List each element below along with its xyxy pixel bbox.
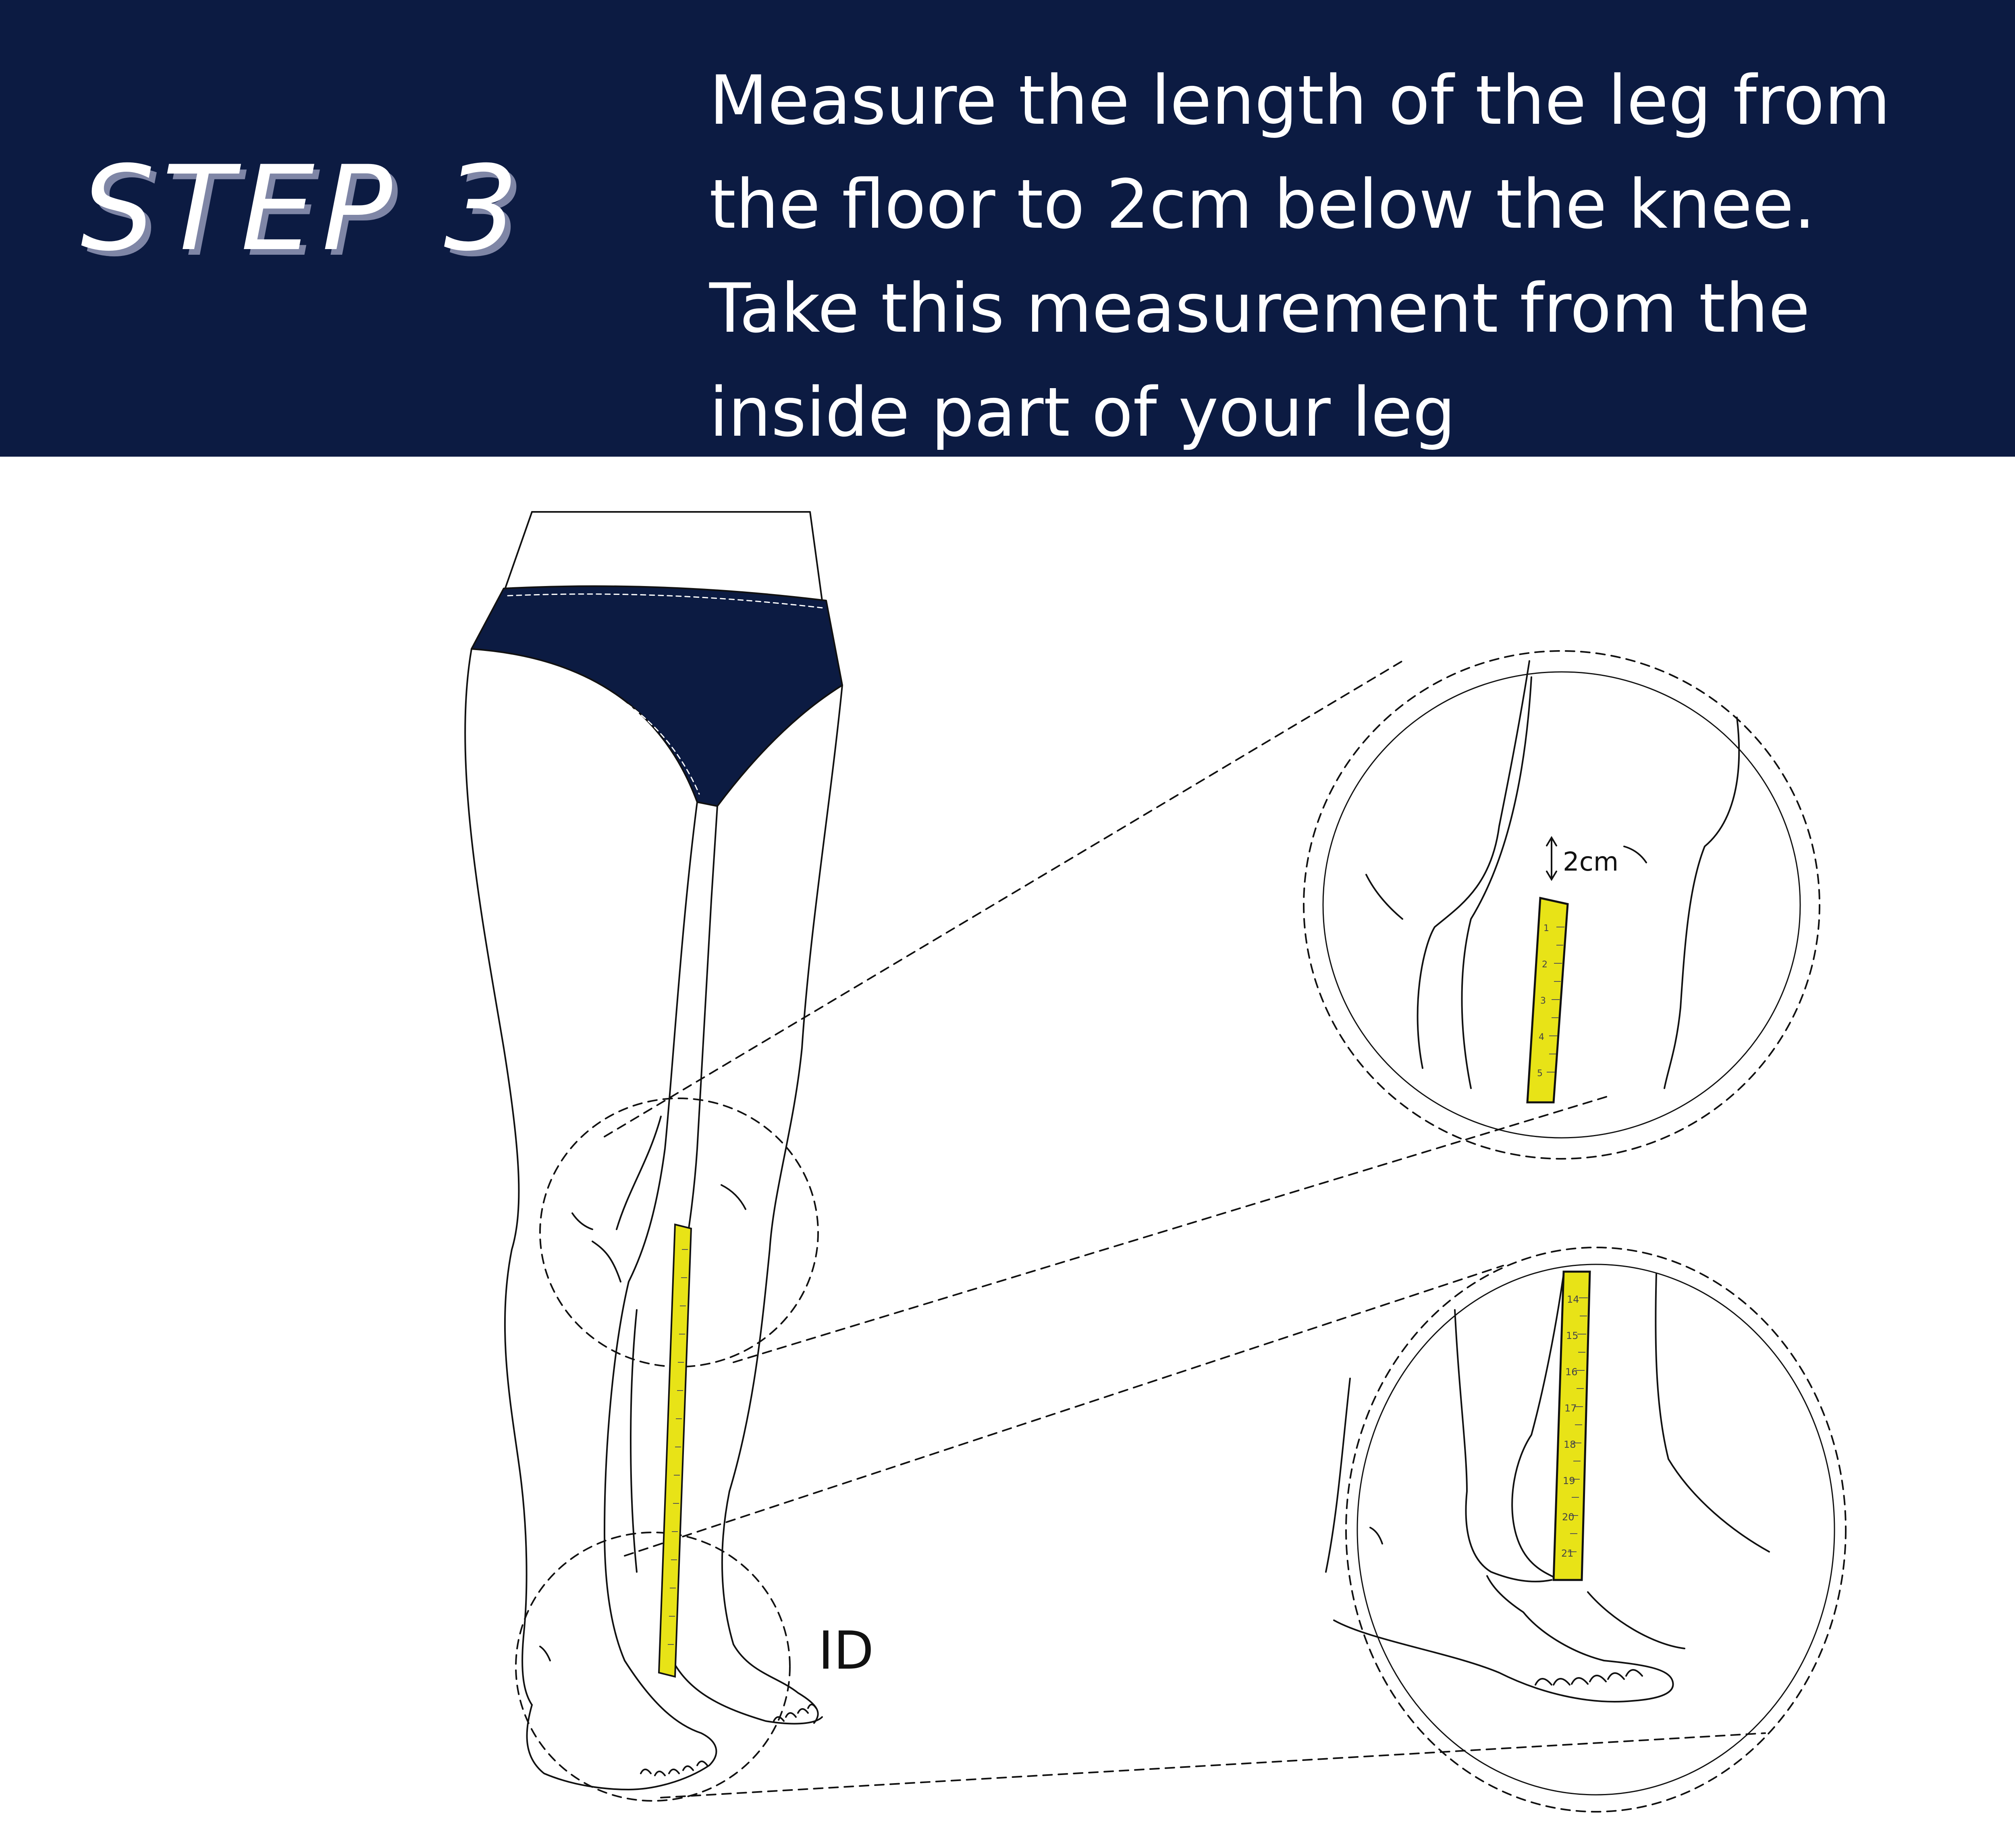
ankle-tape-tick: 15	[1566, 1330, 1579, 1341]
leg-label-id: ID	[818, 1620, 874, 1681]
header-banner: STEP 3 Measure the length of the leg fro…	[0, 0, 2015, 457]
knee-offset-label: 2cm	[1563, 847, 1618, 877]
ankle-tape-tick: 18	[1564, 1439, 1576, 1450]
knee-tape-tick: 3	[1540, 996, 1546, 1006]
ankle-tape-tick: 20	[1562, 1511, 1575, 1523]
instruction-line: Take this measurement from the	[709, 269, 1810, 348]
ankle-detail	[1325, 1247, 1847, 1813]
instruction-line: Measure the length of the leg from	[709, 61, 1890, 140]
knee-tape-tick: 4	[1539, 1032, 1544, 1042]
figure-legs	[464, 648, 843, 1724]
ankle-detail-tape: 14 15 16 17 18 19 20 21	[1552, 1270, 1591, 1581]
instruction-line: inside part of your leg	[709, 373, 1456, 452]
zoom-connector-lines	[604, 660, 1766, 1798]
underwear	[471, 585, 843, 807]
knee-tape-tick: 5	[1537, 1068, 1543, 1079]
knee-tape-tick: 1	[1543, 923, 1549, 933]
ankle-tape-tick: 14	[1567, 1294, 1579, 1305]
knee-detail-tape: 1 2 3 4 5	[1526, 896, 1569, 1104]
figure-torso	[471, 511, 843, 807]
knee-tape-tick: 2	[1542, 960, 1548, 970]
ankle-tape-tick: 17	[1564, 1403, 1577, 1414]
main-measuring-tape	[658, 1223, 692, 1678]
ankle-tape-tick: 16	[1565, 1366, 1578, 1378]
ankle-tape-tick: 21	[1561, 1548, 1574, 1559]
figure-feet	[526, 1646, 823, 1790]
instructions: Measure the length of the leg from the f…	[709, 48, 2015, 464]
step-title: STEP 3	[81, 141, 526, 277]
ankle-tape-tick: 19	[1563, 1475, 1575, 1486]
knee-detail	[1303, 650, 1820, 1160]
instruction-line: the floor to 2cm below the knee.	[709, 165, 1816, 244]
